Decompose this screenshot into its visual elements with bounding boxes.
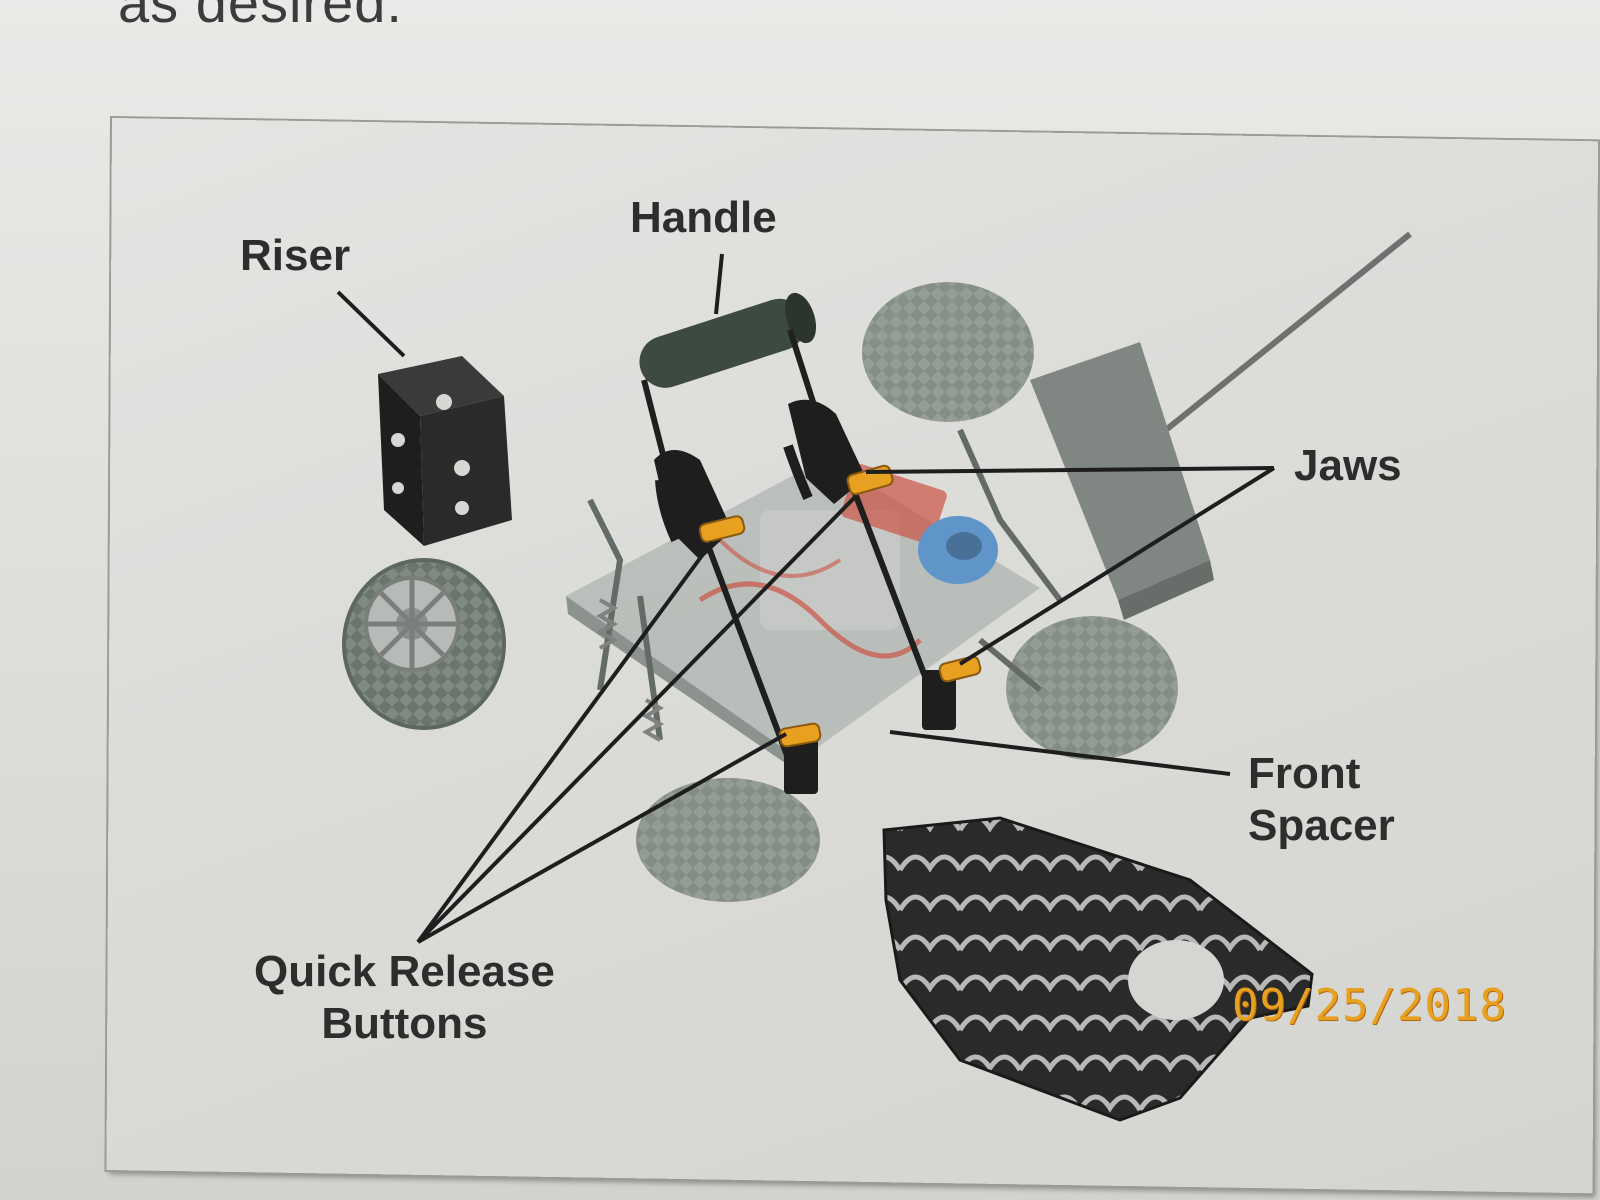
jaws-leader-upper (865, 466, 1275, 474)
quick-release-leader-1 (416, 540, 714, 944)
front-spacer-leader (889, 730, 1231, 776)
front-spacer-label-line1: Front (1248, 749, 1361, 798)
handle-leader (714, 253, 724, 315)
front-spacer-label-line2: Spacer (1248, 801, 1395, 850)
handle-label: Handle (630, 193, 777, 242)
jaws-label: Jaws (1294, 441, 1402, 490)
quick-release-label-line2: Buttons (321, 999, 488, 1048)
quick-release-leader-3 (417, 732, 787, 944)
jig-tool (639, 292, 982, 794)
quick-release-label-line1: Quick Release (254, 947, 555, 996)
riser-label: Riser (240, 231, 351, 280)
date-stamp: 09/25/2018 (1232, 980, 1507, 1031)
loose-wheel (342, 558, 506, 730)
leader-lines (336, 253, 1276, 944)
quick-release-leader-2 (416, 494, 858, 944)
header-text: as desired. (118, 0, 403, 34)
front-spacer-label: Front Spacer (1248, 748, 1395, 852)
riser-leader (336, 290, 406, 358)
quick-release-label: Quick Release Buttons (254, 946, 555, 1050)
body-shell (882, 816, 1314, 1122)
jaws-leader-lower (958, 466, 1276, 666)
riser-block (378, 356, 512, 546)
